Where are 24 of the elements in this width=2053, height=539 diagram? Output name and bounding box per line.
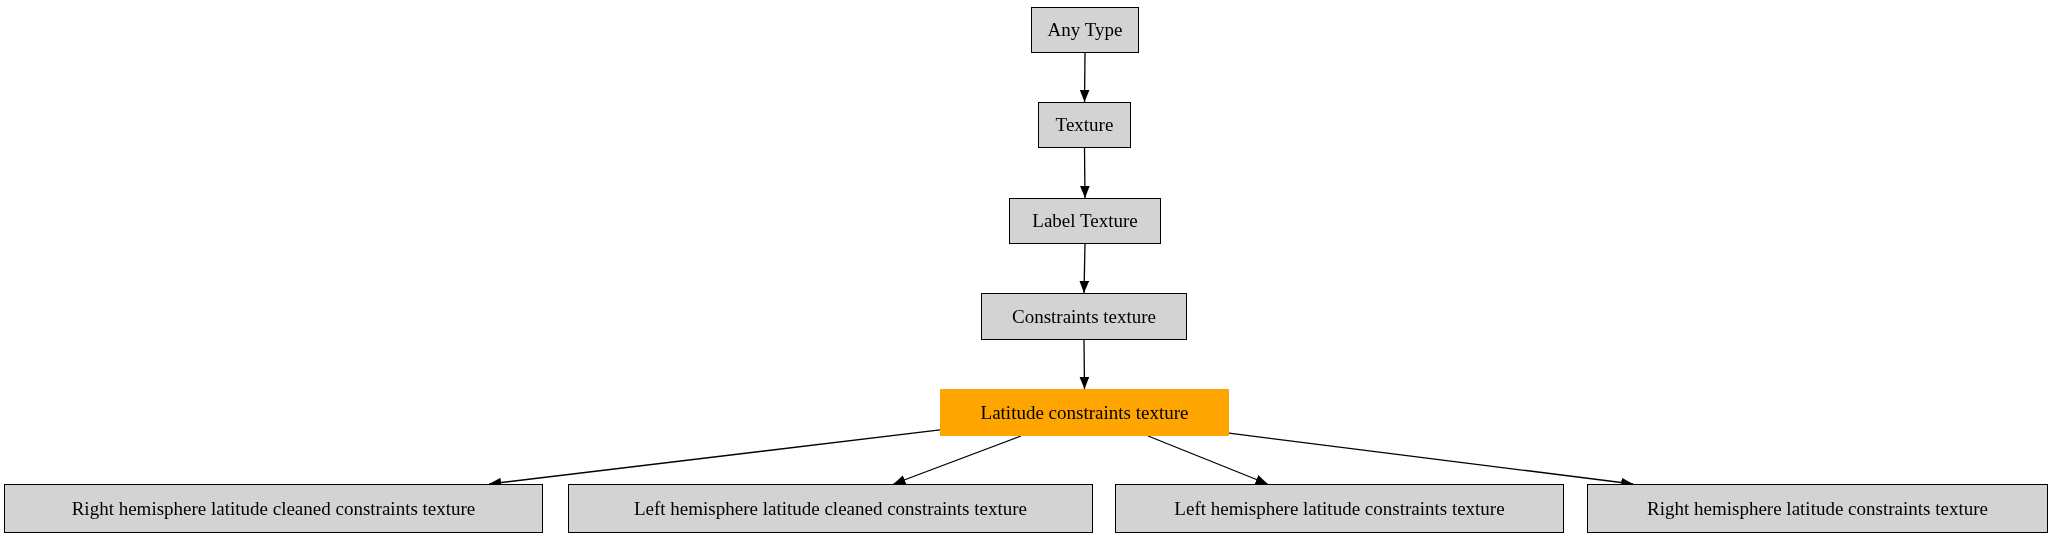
type-box	[981, 293, 1187, 340]
type-box	[1031, 7, 1139, 53]
type-label: Label Texture	[1032, 210, 1138, 232]
type-label: Left hemisphere latitude cleaned constraints texture	[633, 497, 1027, 520]
type-label: Right hemisphere latitude constraints texture	[1647, 497, 1988, 520]
arrow	[1147, 435, 1269, 485]
type-label: Latitude constraints texture	[980, 401, 1189, 424]
type-box	[1115, 484, 1564, 533]
arrow	[1079, 52, 1090, 103]
type-box	[1009, 198, 1161, 244]
arrow	[1079, 243, 1090, 294]
type-box	[1587, 484, 2048, 533]
type-label: Texture	[1055, 114, 1114, 136]
arrow	[1079, 339, 1090, 390]
type-box	[4, 484, 543, 533]
type-box	[1038, 102, 1131, 148]
arrow	[1080, 147, 1090, 199]
type-label: Constraints texture	[1011, 305, 1157, 328]
type-label: Any Type	[1047, 19, 1123, 41]
type-box	[568, 484, 1093, 533]
type-label: Right hemisphere latitude cleaned constraints texture	[71, 497, 476, 520]
arrow	[892, 435, 1022, 485]
type-label: Left hemisphere latitude constraints texture	[1174, 497, 1505, 520]
type-box	[940, 389, 1229, 436]
